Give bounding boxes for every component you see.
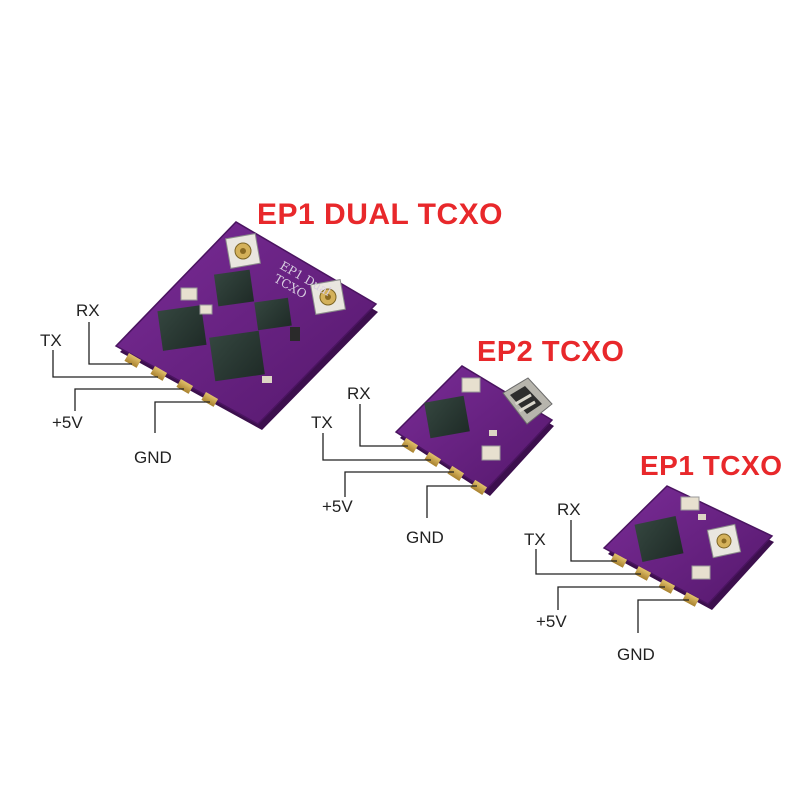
antenna-connector [706, 523, 742, 559]
chip [157, 305, 207, 351]
ep1-5v-label: +5V [536, 612, 567, 631]
antenna-connector-1 [225, 233, 261, 269]
chip [213, 269, 255, 307]
dual-tx-label: TX [40, 331, 62, 350]
ep1-dual-wires [52, 322, 210, 433]
ep1-gnd-label: GND [617, 645, 655, 664]
dual-rx-label: RX [76, 301, 100, 320]
ep2-gnd-label: GND [406, 528, 444, 547]
antenna-connector-2 [310, 279, 346, 315]
pin-pads [124, 353, 219, 407]
chip [254, 297, 292, 331]
ep2-rx-label: RX [347, 384, 371, 403]
dual-gnd-label: GND [134, 448, 172, 467]
ep1-dual-tcxo-board: EP1 Dual TCXO [114, 221, 378, 430]
pin-pads [610, 553, 700, 607]
chip [424, 395, 470, 439]
dual-5v-label: +5V [52, 413, 83, 432]
ep1-dual-tcxo-title: EP1 DUAL TCXO [257, 198, 503, 231]
chip [634, 516, 684, 562]
ep1-tcxo-board [602, 485, 774, 610]
ceramic-antenna [502, 377, 553, 425]
ep1-wires [535, 520, 689, 633]
chip [209, 330, 265, 382]
ep2-5v-label: +5V [322, 497, 353, 516]
ep2-tx-label: TX [311, 413, 333, 432]
ep2-wires [322, 404, 477, 518]
ep2-tcxo-board [394, 365, 554, 496]
ep1-tcxo-title: EP1 TCXO [640, 450, 783, 481]
ep1-rx-label: RX [557, 500, 581, 519]
ep2-tcxo-title: EP2 TCXO [477, 336, 625, 368]
ep1-tx-label: TX [524, 530, 546, 549]
pin-pads [401, 437, 488, 495]
